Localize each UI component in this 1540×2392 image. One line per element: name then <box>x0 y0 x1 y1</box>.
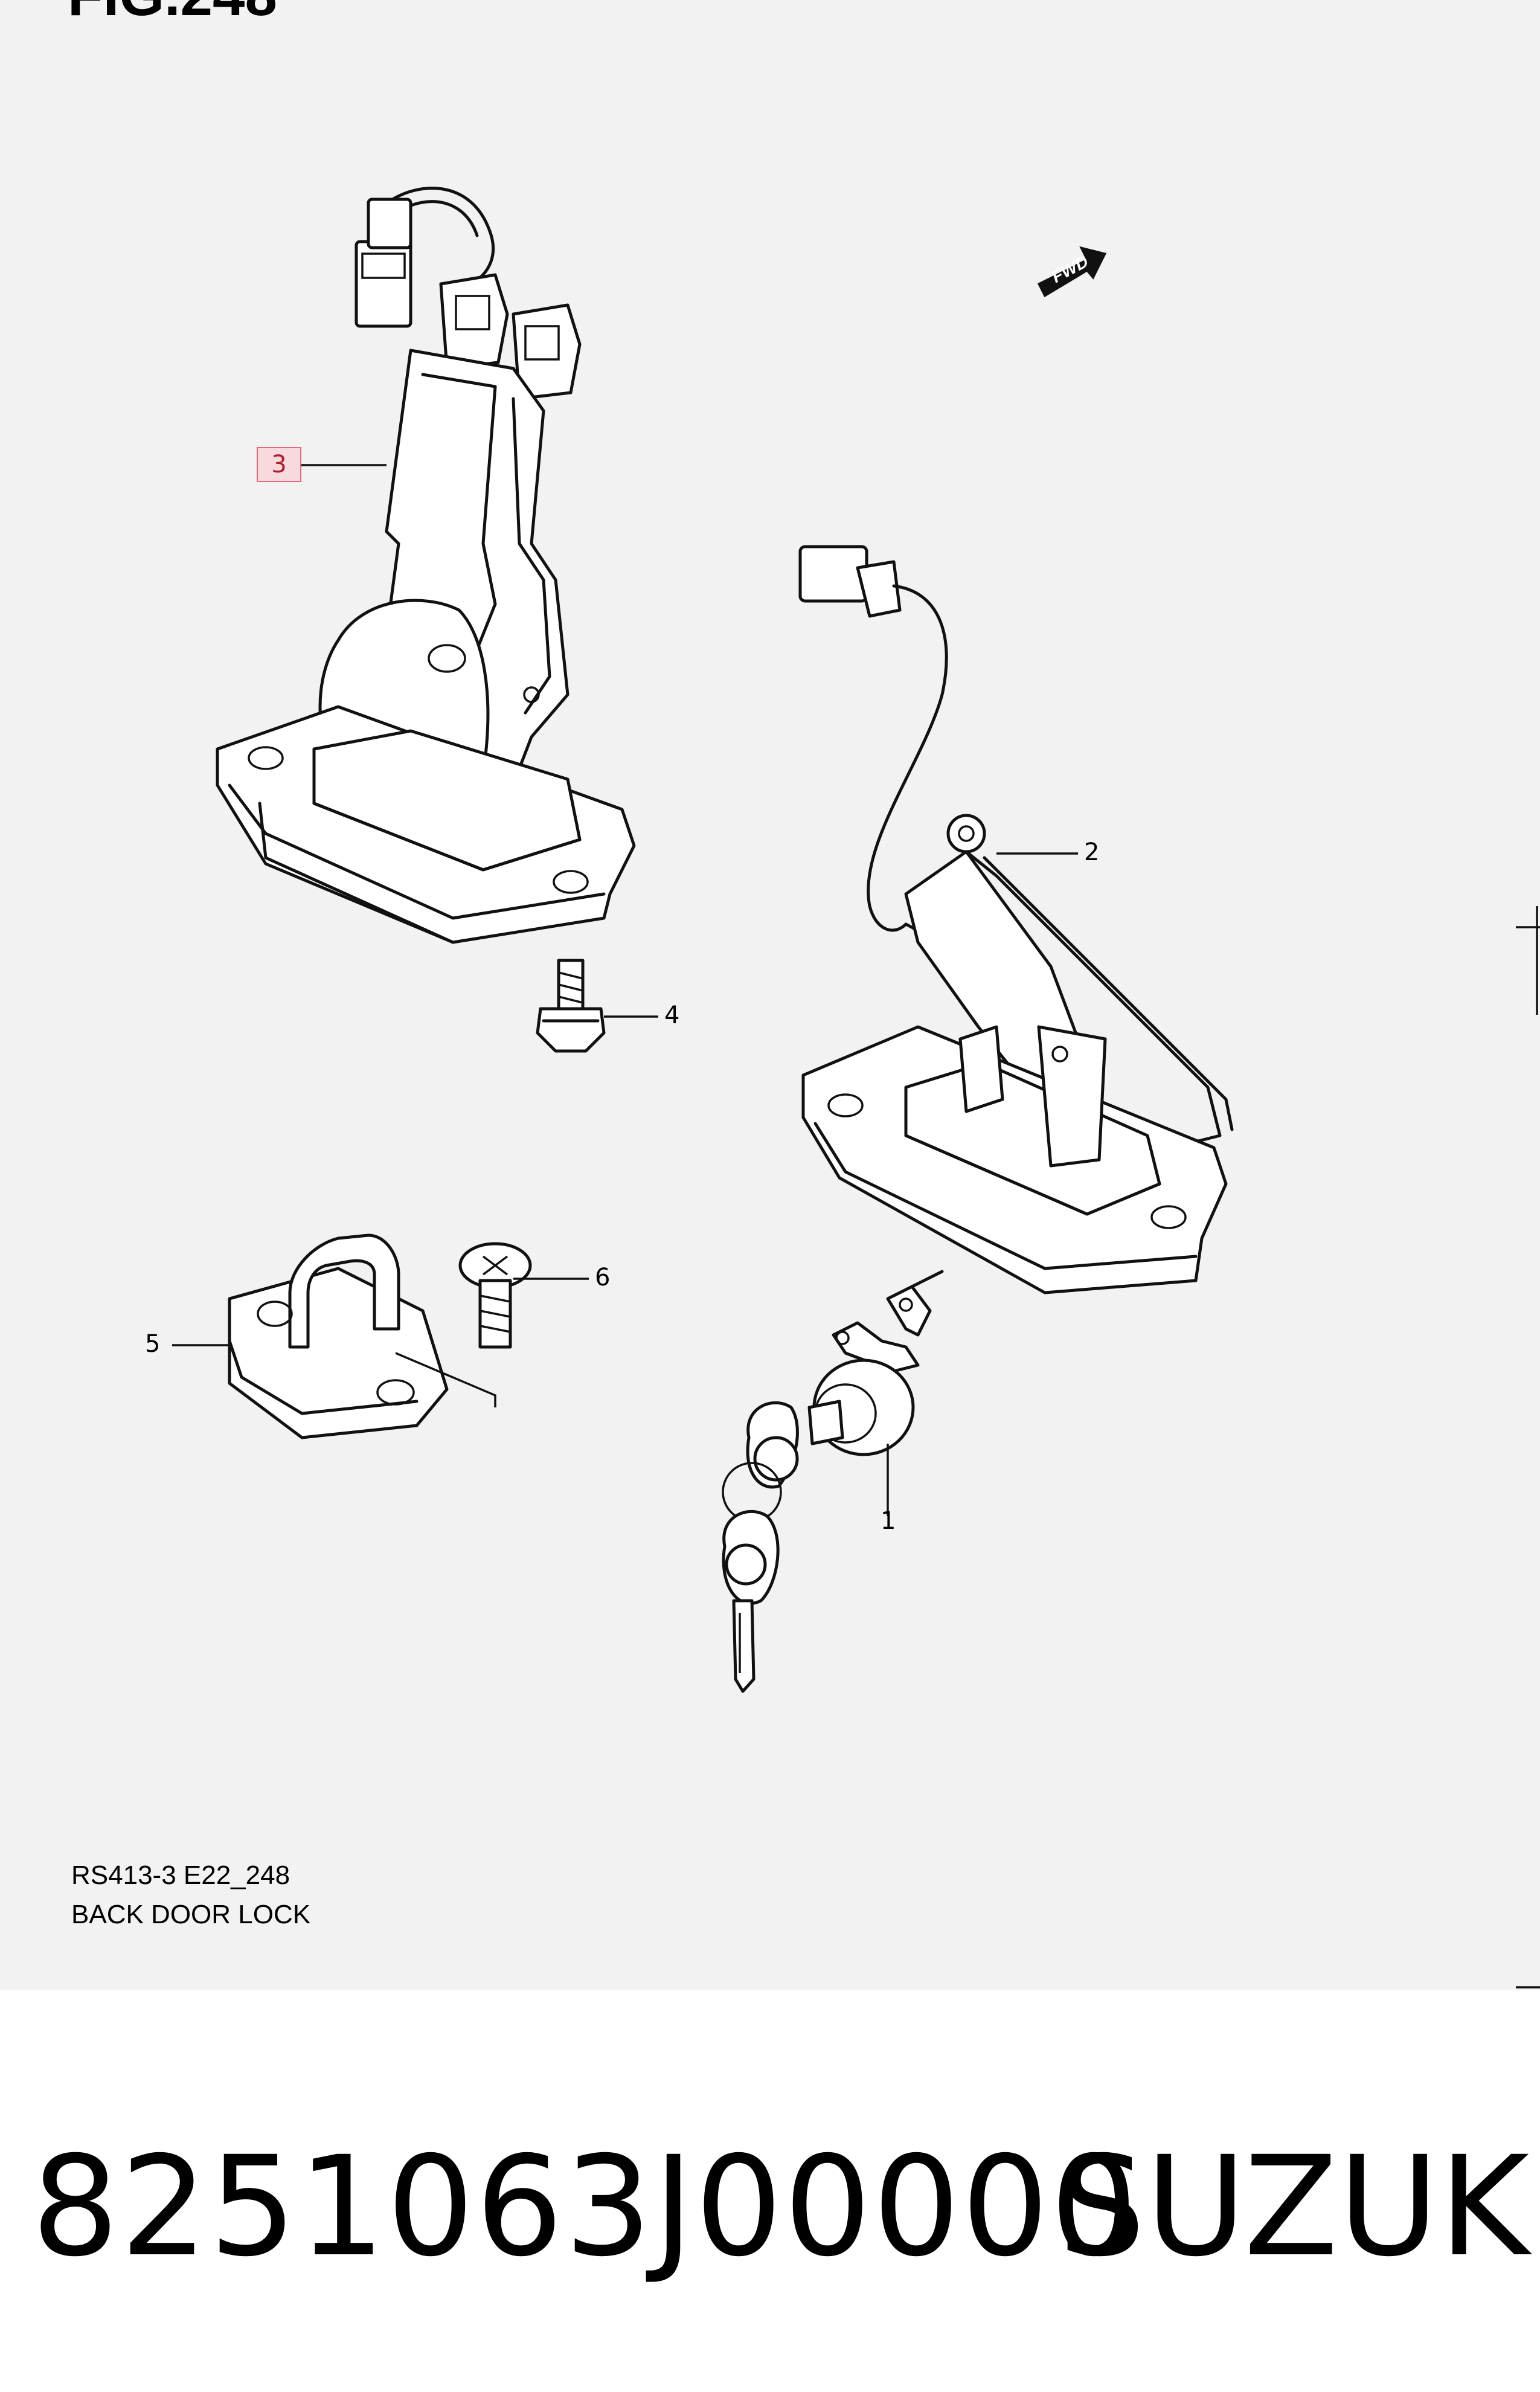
fwd-arrow-icon <box>1037 246 1107 298</box>
callout-2[interactable]: 2 <box>1084 838 1100 866</box>
part-number: 8251063J00000 <box>31 2126 1139 2287</box>
diagram-code: RS413-3 E22_248 <box>71 1860 290 1890</box>
part-6-screw <box>458 1242 532 1349</box>
callout-6[interactable]: 6 <box>595 1264 611 1291</box>
figure-title: FIG.248 <box>68 0 277 29</box>
callout-4[interactable]: 4 <box>664 1001 680 1029</box>
part-3-actuator <box>216 187 636 944</box>
part-2-latch <box>798 545 1234 1294</box>
part-4-bolt <box>536 959 606 1053</box>
diagram-panel: FIG.248 3 2 4 6 5 1 FWD RS413-3 E22_248 … <box>0 0 1540 1990</box>
callout-3-highlighted[interactable]: 3 <box>257 447 301 482</box>
diagram-name: BACK DOOR LOCK <box>71 1900 311 1929</box>
parts-diagram <box>172 187 1540 1989</box>
callout-5[interactable]: 5 <box>145 1330 161 1358</box>
part-1-lock-cylinder <box>722 1270 944 1693</box>
callout-1[interactable]: 1 <box>881 1507 896 1535</box>
brand-name: SUZUKI <box>1058 2126 1540 2287</box>
leader-lines <box>172 464 1078 1516</box>
part-5-striker <box>228 1233 496 1439</box>
